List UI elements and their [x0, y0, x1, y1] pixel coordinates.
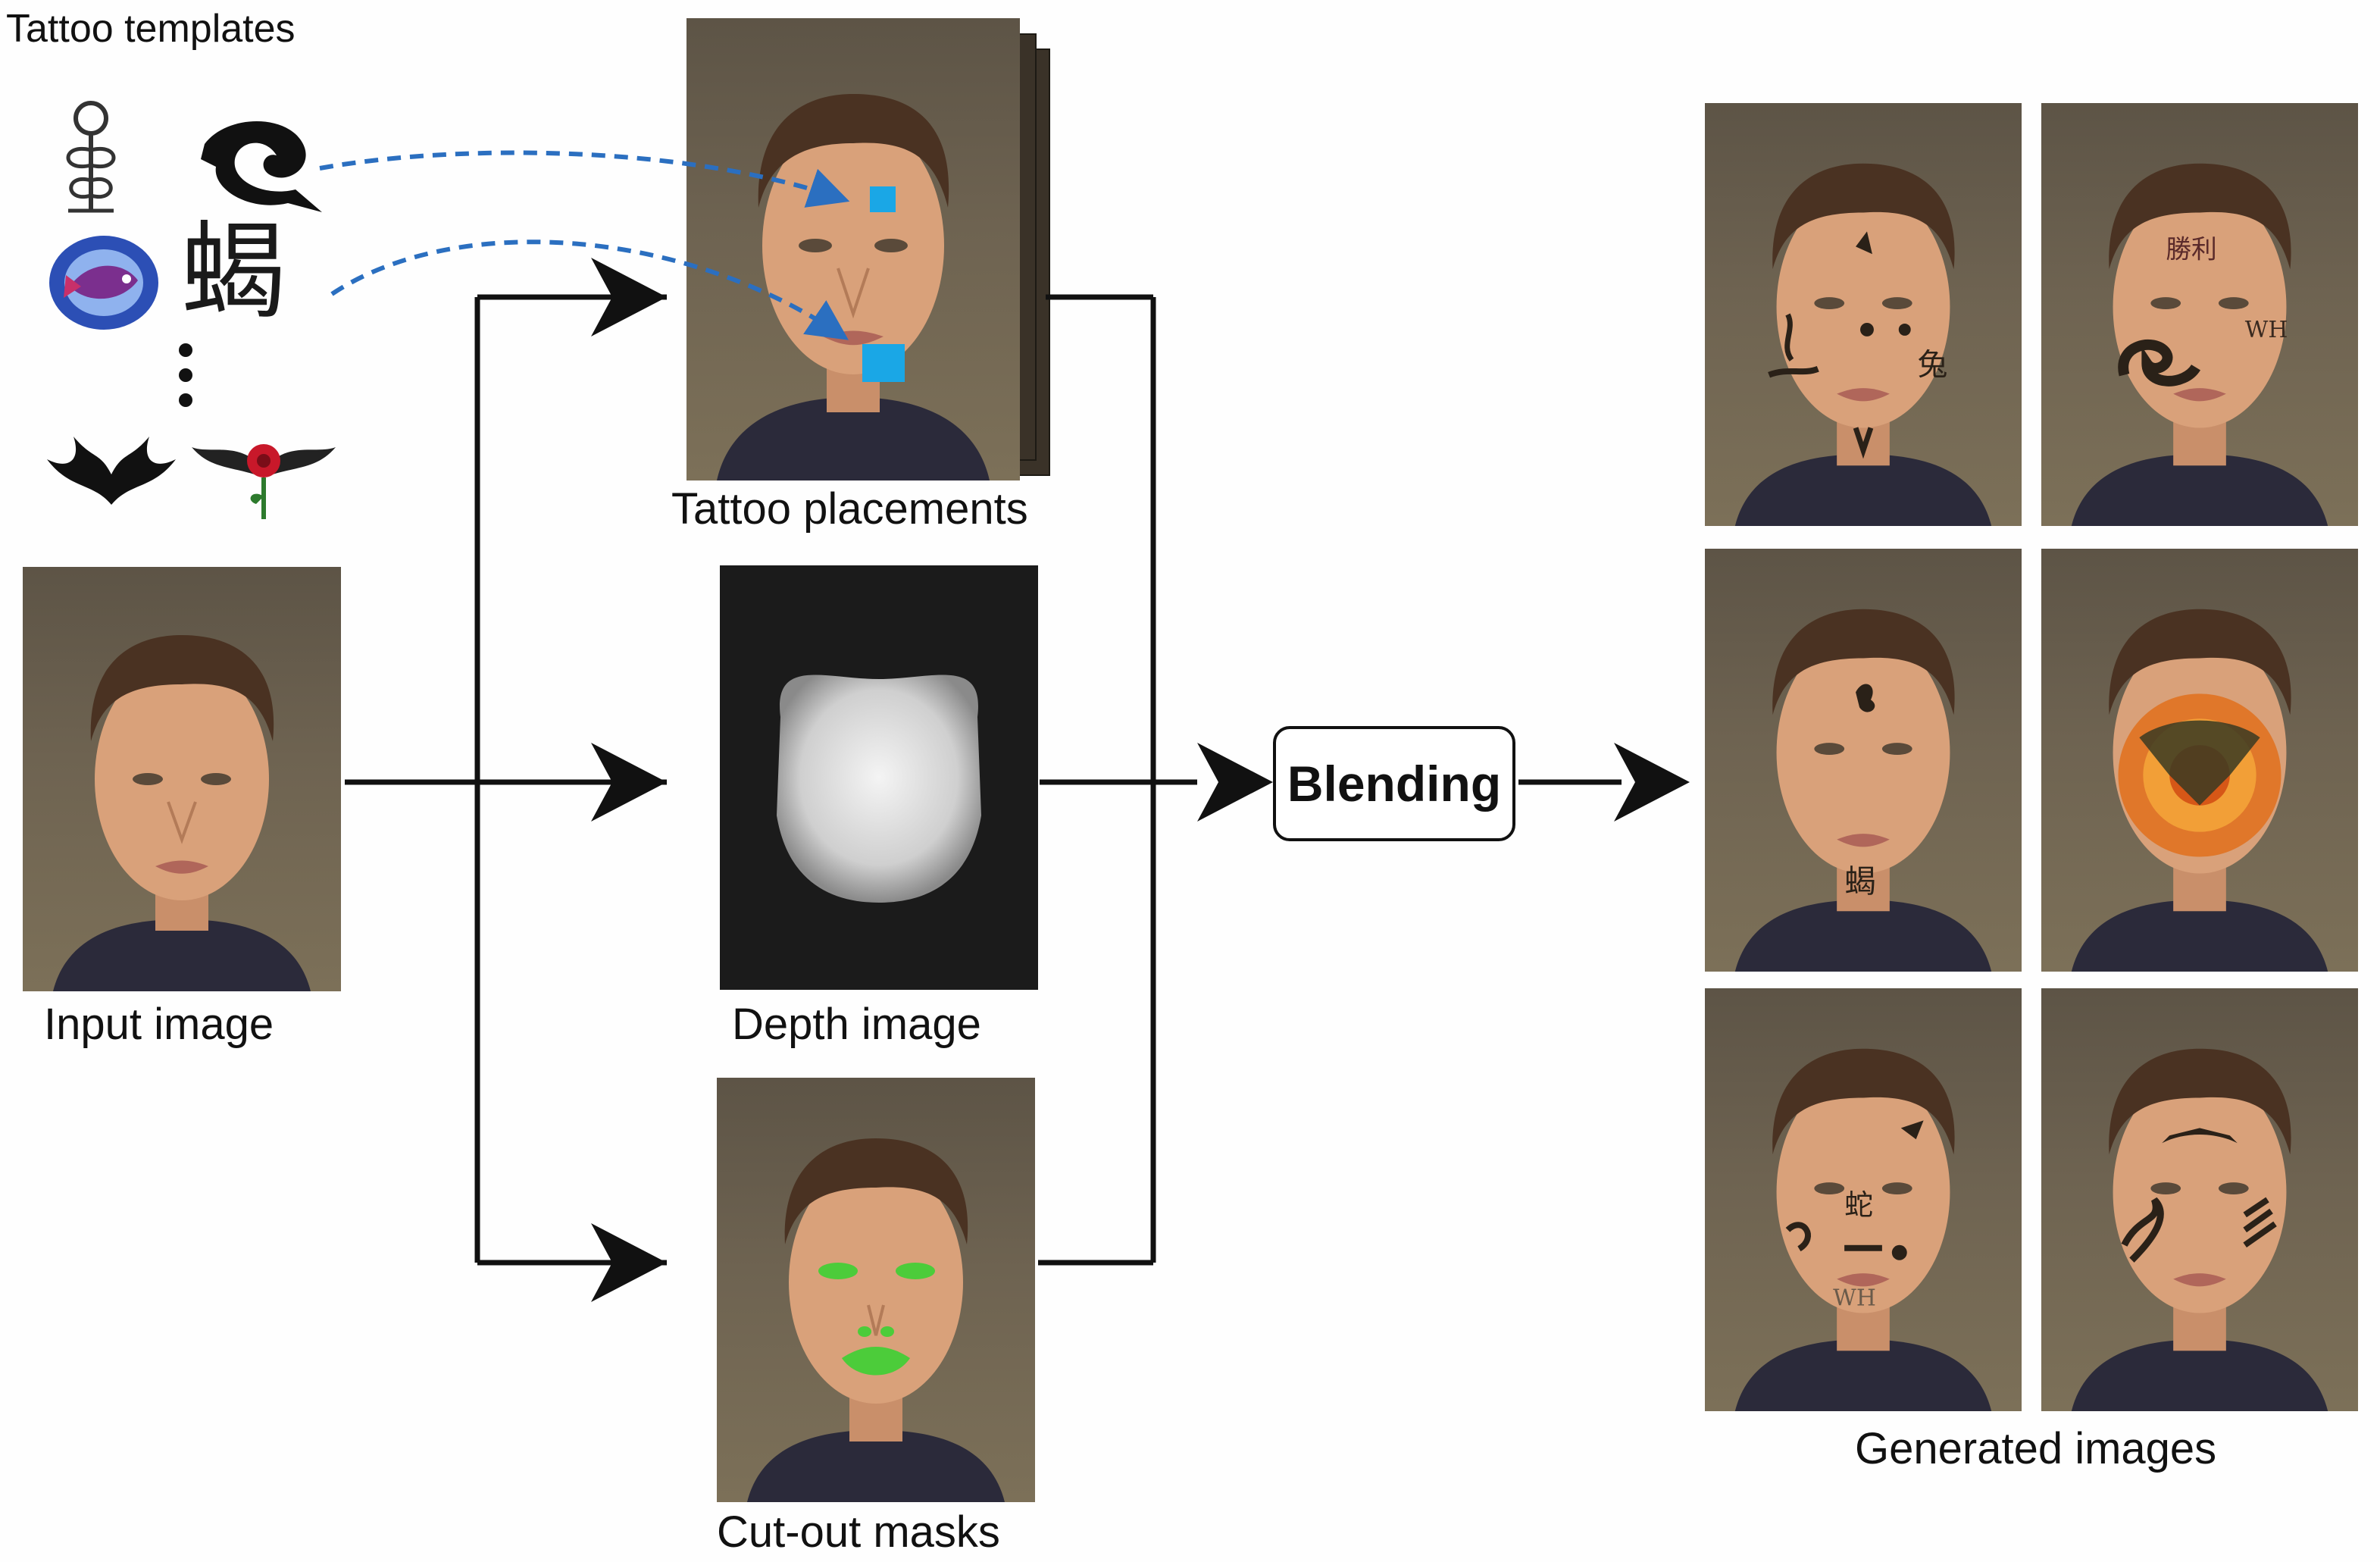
more-templates-dots: [170, 341, 201, 409]
ornament-tattoo-icon: [45, 97, 136, 218]
arrowhead-blending: [1197, 743, 1273, 822]
arrowhead-placements: [591, 258, 667, 337]
g2-initials-text: WH: [2245, 317, 2288, 343]
placement-marker-chin: [862, 344, 905, 382]
tattoo-placements-label: Tattoo placements: [671, 484, 1028, 534]
kanji-scorpion-tattoo-icon: 蝎: [180, 211, 287, 334]
blending-label: Blending: [1287, 756, 1502, 812]
generated-image-6: [2041, 988, 2358, 1411]
g1-rabbit-text: 兔: [1918, 348, 1948, 383]
arrowhead-depth: [591, 743, 667, 822]
blending-box: Blending: [1273, 726, 1515, 841]
g5-initials-text: WH: [1833, 1285, 1876, 1311]
generated-images-label: Generated images: [1855, 1424, 2217, 1473]
g3-scorpion-text: 蝎: [1844, 862, 1876, 900]
tattoo-templates-label: Tattoo templates: [6, 7, 296, 51]
generated-image-3: 蝎: [1705, 549, 2022, 972]
fish-tattoo-icon: [47, 233, 161, 332]
arrowhead-generated: [1614, 743, 1690, 822]
input-image: [23, 567, 341, 991]
rose-tribal-tattoo-icon: [188, 424, 339, 523]
generated-image-2: 勝利 WH: [2041, 103, 2358, 526]
tribal-swirl-tattoo-icon: [197, 114, 326, 220]
arrowhead-masks: [591, 1223, 667, 1302]
generated-image-1: 兔: [1705, 103, 2022, 526]
tribal-wings-tattoo-icon: [39, 429, 183, 512]
generated-image-5: 蛇 WH: [1705, 988, 2022, 1411]
depth-image-label: Depth image: [732, 1000, 981, 1049]
cut-out-mask-image: [717, 1078, 1035, 1502]
tattoo-placement-image: [686, 18, 1020, 480]
cut-out-masks-label: Cut-out masks: [717, 1507, 1000, 1557]
input-image-label: Input image: [44, 1000, 274, 1049]
generated-image-4: [2041, 549, 2358, 972]
depth-image: [720, 565, 1038, 990]
placement-marker-forehead: [870, 186, 896, 212]
g5-snake-text: 蛇: [1844, 1188, 1873, 1222]
g2-victory-text: 勝利: [2166, 234, 2217, 264]
